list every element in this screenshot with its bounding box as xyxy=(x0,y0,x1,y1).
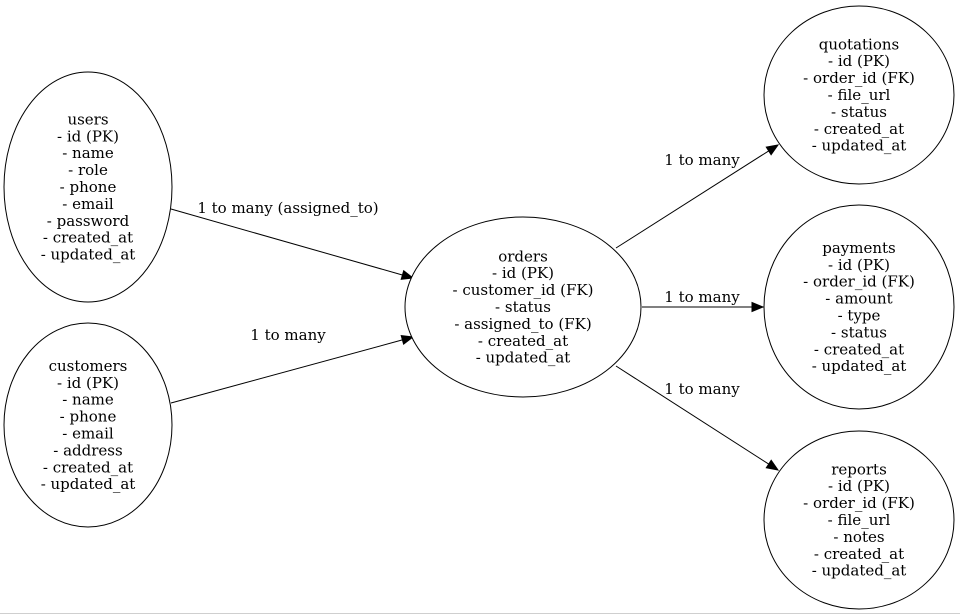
edge-users-orders: 1 to many (assigned_to) xyxy=(170,199,415,280)
edge-label: 1 to many xyxy=(250,326,326,344)
node-users: users- id (PK)- name- role- phone- email… xyxy=(3,71,173,303)
node-orders-title: orders xyxy=(498,247,548,265)
arrow-head-icon xyxy=(751,301,765,313)
node-reports-field: - id (PK) xyxy=(828,477,890,495)
node-orders-field: - id (PK) xyxy=(492,264,554,282)
edge-line xyxy=(170,208,403,276)
edge-label: 1 to many (assigned_to) xyxy=(197,199,378,217)
node-quotations-field: - updated_at xyxy=(812,137,907,155)
node-users-field: - updated_at xyxy=(41,246,136,264)
arrow-head-icon xyxy=(400,335,415,346)
node-reports-title: reports xyxy=(831,460,887,478)
node-payments-field: - amount xyxy=(825,290,892,308)
edge-label: 1 to many xyxy=(664,380,740,398)
node-orders-field: - created_at xyxy=(478,332,568,350)
node-reports-field: - order_id (FK) xyxy=(803,494,915,512)
edge-orders-quotations: 1 to many xyxy=(615,144,780,249)
node-quotations-field: - id (PK) xyxy=(828,52,890,70)
node-orders-field: - updated_at xyxy=(476,349,571,367)
edge-orders-payments: 1 to many xyxy=(642,288,765,313)
node-quotations-field: - status xyxy=(831,103,887,121)
node-reports-field: - created_at xyxy=(814,545,904,563)
node-users-field: - email xyxy=(62,195,114,213)
node-users-field: - phone xyxy=(60,178,117,196)
node-customers-field: - email xyxy=(62,425,114,443)
node-payments-field: - updated_at xyxy=(812,357,907,375)
node-users-field: - password xyxy=(47,212,130,230)
node-orders-field: - status xyxy=(495,298,551,316)
node-quotations-field: - file_url xyxy=(828,86,891,104)
node-reports: reports- id (PK)- order_id (FK)- file_ur… xyxy=(763,430,955,610)
node-payments-field: - type xyxy=(838,307,881,325)
edge-line xyxy=(615,150,769,249)
node-users-field: - id (PK) xyxy=(57,127,119,145)
node-users-field: - created_at xyxy=(43,229,133,247)
node-reports-field: - file_url xyxy=(828,511,891,529)
edge-label: 1 to many xyxy=(664,151,740,169)
nodes-layer: users- id (PK)- name- role- phone- email… xyxy=(3,5,955,610)
node-customers-ellipse xyxy=(3,322,173,528)
node-reports-field: - notes xyxy=(833,528,884,546)
node-users-ellipse xyxy=(3,71,173,303)
node-customers-field: - phone xyxy=(60,408,117,426)
node-payments-title: payments xyxy=(822,239,896,257)
node-users-field: - role xyxy=(68,161,108,179)
node-quotations-field: - order_id (FK) xyxy=(803,69,915,87)
arrow-head-icon xyxy=(400,269,415,280)
node-orders-field: - customer_id (FK) xyxy=(453,281,594,299)
node-payments-field: - order_id (FK) xyxy=(803,273,915,291)
node-payments-field: - created_at xyxy=(814,340,904,358)
node-customers-field: - address xyxy=(53,441,122,459)
node-customers-title: customers xyxy=(49,357,128,375)
node-orders-field: - assigned_to (FK) xyxy=(454,315,591,333)
node-orders: orders- id (PK)- customer_id (FK)- statu… xyxy=(404,216,642,398)
arrow-head-icon xyxy=(765,459,780,471)
node-customers-field: - id (PK) xyxy=(57,374,119,392)
node-quotations-ellipse xyxy=(763,5,955,185)
node-quotations: quotations- id (PK)- order_id (FK)- file… xyxy=(763,5,955,185)
node-orders-ellipse xyxy=(404,216,642,398)
node-payments-ellipse xyxy=(763,204,955,410)
node-users-title: users xyxy=(67,110,108,128)
node-users-field: - name xyxy=(62,144,114,162)
node-customers-field: - name xyxy=(62,391,114,409)
node-reports-ellipse xyxy=(763,430,955,610)
node-payments: payments- id (PK)- order_id (FK)- amount… xyxy=(763,204,955,410)
edge-orders-reports: 1 to many xyxy=(615,365,780,471)
node-customers: customers- id (PK)- name- phone- email- … xyxy=(3,322,173,528)
node-customers-field: - created_at xyxy=(43,458,133,476)
node-customers-field: - updated_at xyxy=(41,475,136,493)
edge-line xyxy=(615,365,769,465)
edge-label: 1 to many xyxy=(664,288,740,306)
node-reports-field: - updated_at xyxy=(812,562,907,580)
node-quotations-title: quotations xyxy=(819,35,899,53)
node-payments-field: - id (PK) xyxy=(828,256,890,274)
node-payments-field: - status xyxy=(831,323,887,341)
node-quotations-field: - created_at xyxy=(814,120,904,138)
arrow-head-icon xyxy=(765,144,780,156)
edge-line xyxy=(170,339,403,404)
edges-layer: 1 to many (assigned_to) 1 to many 1 to man… xyxy=(170,144,780,471)
edge-customers-orders: 1 to many xyxy=(170,326,415,404)
